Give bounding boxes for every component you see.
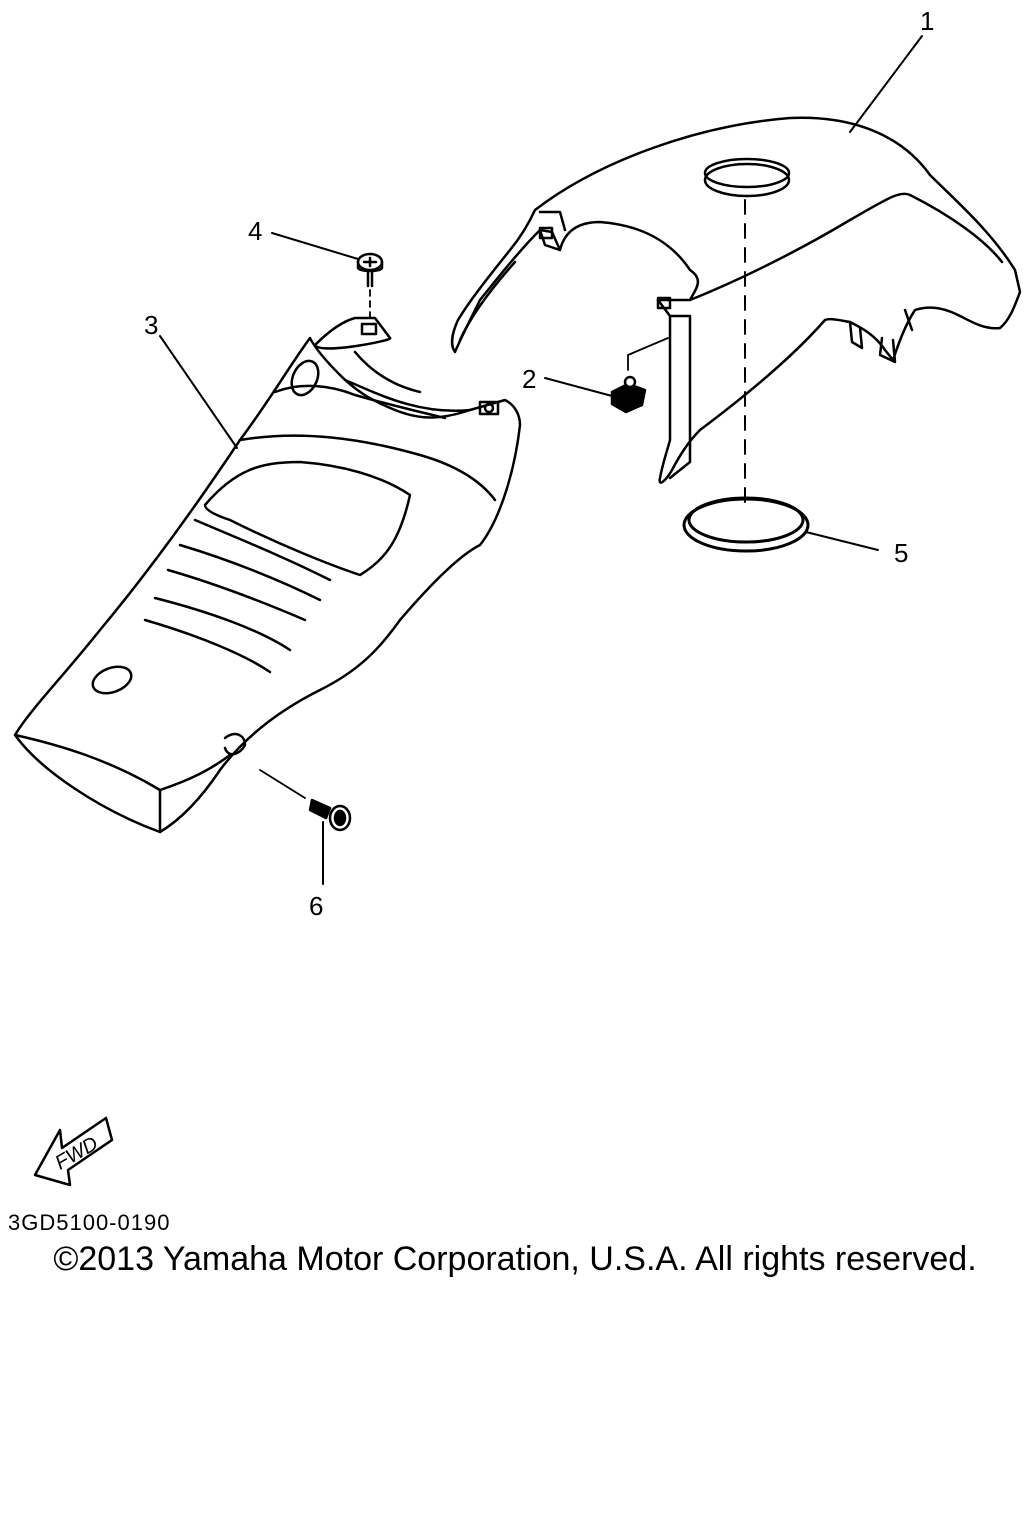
- part-5-ring: [682, 496, 810, 553]
- callout-4: 4: [248, 216, 262, 246]
- callout-1: 1: [920, 6, 934, 36]
- fwd-arrow-icon: FWD: [33, 1116, 114, 1187]
- part-2-clip-nut: [610, 337, 669, 414]
- part-1-tank-cover: [450, 116, 1022, 484]
- callout-3: 3: [144, 310, 158, 340]
- callout-2: 2: [522, 364, 536, 394]
- part-4-screw: [356, 252, 384, 323]
- callout-6: 6: [309, 891, 323, 921]
- callout-5: 5: [894, 538, 908, 568]
- part-3-rear-cover: [13, 316, 522, 834]
- part-6-bolt: [259, 769, 352, 832]
- leader-lines: [159, 35, 923, 885]
- copyright-notice: ©2013 Yamaha Motor Corporation, U.S.A. A…: [53, 1240, 977, 1278]
- diagram-code: 3GD5100-0190: [8, 1210, 171, 1235]
